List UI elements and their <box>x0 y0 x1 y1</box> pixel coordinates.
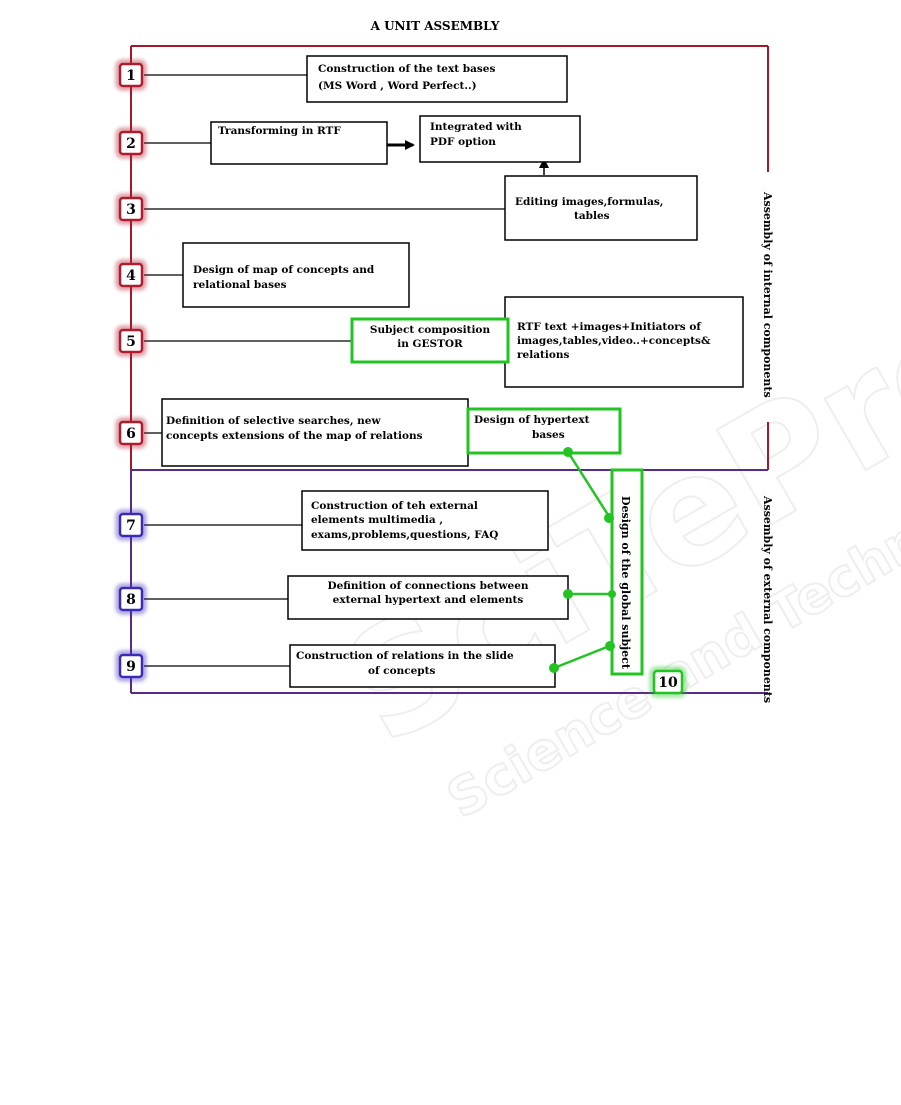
box-relations-slide <box>289 644 556 688</box>
box-connections-line2: external hypertext and elements <box>333 594 524 606</box>
internal-frame <box>130 45 769 470</box>
step-badge-label: 1 <box>126 68 136 84</box>
step-badge-5: 5 <box>116 326 146 356</box>
green-node-global-low <box>605 641 615 651</box>
box-gestor-line1: Subject composition <box>370 324 491 336</box>
step-badge-label: 10 <box>658 675 678 691</box>
box-external-elements-line3: exams,problems,questions, FAQ <box>311 529 498 541</box>
step-badge-1: 1 <box>116 60 146 90</box>
step-badge-2: 2 <box>116 128 146 158</box>
green-node-global-top <box>604 513 614 523</box>
box-rtf-text <box>504 296 744 388</box>
box-transforming-rtf <box>210 121 388 165</box>
box-pdf-option-line1: Integrated with <box>430 121 522 133</box>
box-relations-slide-line1: Construction of relations in the slide <box>296 650 514 662</box>
box-transforming-rtf-line1: Transforming in RTF <box>218 125 341 137</box>
box-pdf-option-line2: PDF option <box>430 136 496 148</box>
box-editing-images-line2: tables <box>574 210 610 222</box>
box-external-elements-line1: Construction of teh external <box>311 500 478 512</box>
box-relations-slide-line2: of concepts <box>368 665 435 677</box>
box-global-subject <box>610 468 644 676</box>
box-text-bases-line2: (MS Word , Word Perfect..) <box>318 80 477 92</box>
box-external-elements-line2: elements multimedia , <box>311 514 443 526</box>
box-selective-searches <box>161 398 469 467</box>
step-badges: 1 2 3 4 5 6 7 8 9 10 <box>116 60 686 697</box>
step-badge-label: 7 <box>126 518 136 534</box>
box-rtf-text-line2: images,tables,video..+concepts& <box>517 335 711 347</box>
box-hypertext-bases-line1: Design of hypertext <box>474 414 590 426</box>
step-badge-9: 9 <box>116 651 146 681</box>
step-badge-label: 6 <box>126 426 136 442</box>
box-editing-images <box>504 175 698 241</box>
green-node-hypertext <box>563 447 573 457</box>
box-rtf-text-line3: relations <box>517 349 569 361</box>
green-node-connections <box>563 589 573 599</box>
box-external-elements <box>301 490 549 551</box>
box-global-subject-label: Design of the global subject <box>619 496 632 670</box>
box-connections-line1: Definition of connections between <box>327 580 528 592</box>
badge-connectors <box>144 74 505 667</box>
box-map-concepts-line1: Design of map of concepts and <box>193 264 375 276</box>
step-badge-3: 3 <box>116 194 146 224</box>
box-selective-searches-line2: concepts extensions of the map of relati… <box>166 430 423 442</box>
box-pdf-option <box>419 115 581 163</box>
step-badge-label: 2 <box>126 136 136 152</box>
step-badge-6: 6 <box>116 418 146 448</box>
step-badge-label: 9 <box>126 659 136 675</box>
step-badge-label: 8 <box>126 592 136 608</box>
side-label-internal: Assembly of internal components <box>761 191 774 398</box>
green-node-relations <box>549 663 559 673</box>
side-label-external: Assembly of external components <box>761 495 774 703</box>
box-rtf-text-line1: RTF text +images+Initiators of <box>517 321 702 333</box>
step-badge-label: 4 <box>126 268 136 284</box>
diagram-title: A UNIT ASSEMBLY <box>370 19 500 33</box>
box-gestor-line2: in GESTOR <box>397 338 463 350</box>
box-text-bases <box>306 55 568 103</box>
green-node-global-mid <box>608 590 616 598</box>
box-connections <box>287 575 569 620</box>
green-connectors <box>549 447 616 673</box>
box-gestor <box>350 317 510 364</box>
step-badge-7: 7 <box>116 510 146 540</box>
box-map-concepts-line2: relational bases <box>193 279 287 291</box>
step-badge-label: 5 <box>126 334 136 350</box>
box-hypertext-bases-line2: bases <box>532 429 565 441</box>
box-map-concepts <box>182 242 410 308</box>
box-hypertext-bases <box>466 407 622 455</box>
box-text-bases-line1: Construction of the text bases <box>318 63 495 75</box>
step-badge-10: 10 <box>650 667 686 697</box>
step-badge-8: 8 <box>116 584 146 614</box>
box-selective-searches-line1: Definition of selective searches, new <box>166 415 381 427</box>
box-editing-images-line1: Editing images,formulas, <box>515 196 663 208</box>
step-badge-label: 3 <box>126 202 136 218</box>
step-badge-4: 4 <box>116 260 146 290</box>
